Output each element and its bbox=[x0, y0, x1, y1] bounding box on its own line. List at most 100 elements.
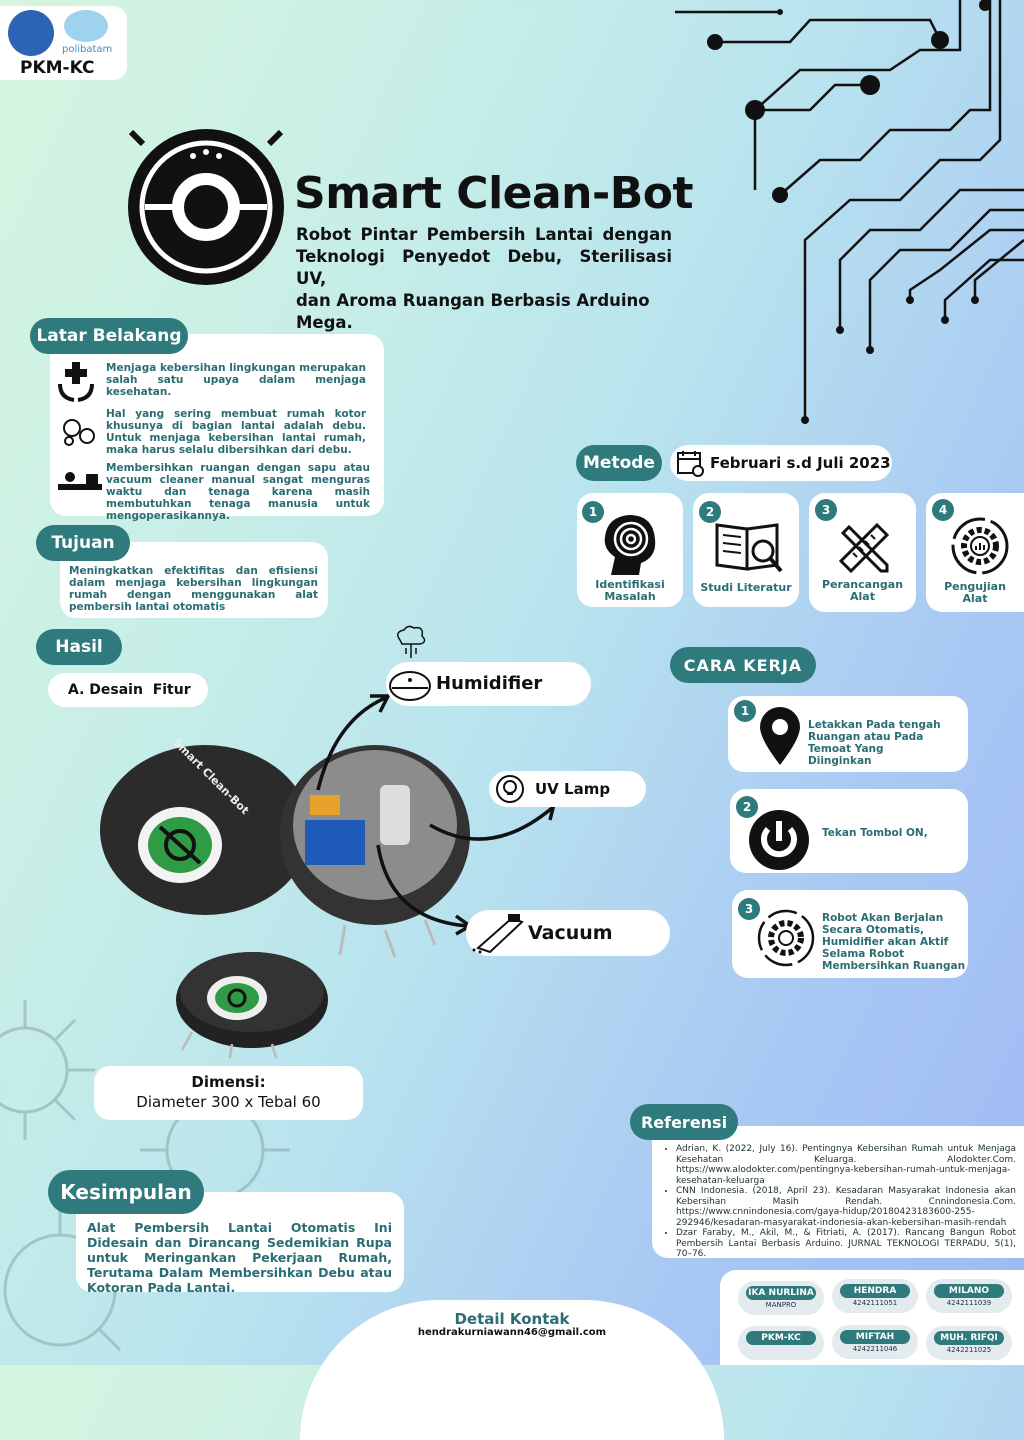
humidifier-label: Humidifier bbox=[436, 673, 543, 694]
kesimpulan-text: Alat Pembersih Lantai Otomatis Ini Dides… bbox=[87, 1220, 392, 1295]
pkm-kc-badge: PKM-KC bbox=[20, 58, 95, 78]
power-button-icon bbox=[749, 810, 809, 870]
pencil-ruler-icon bbox=[838, 522, 890, 574]
subtitle-line-1: Robot Pintar Pembersih Lantai dengan bbox=[296, 225, 672, 244]
hasil-heading: Hasil bbox=[36, 629, 122, 665]
team-member-name: HENDRA bbox=[840, 1284, 910, 1298]
metode-date: Februari s.d Juli 2023 bbox=[710, 454, 891, 472]
latar-item-1: Menjaga kebersihan lingkungan merupakan … bbox=[106, 362, 366, 398]
latar-heading: Latar Belakang bbox=[30, 318, 188, 354]
kontak-email[interactable]: hendrakurniawann46@gmail.com bbox=[417, 1327, 607, 1338]
head-maze-icon bbox=[604, 515, 656, 575]
cara-step-text: Tekan Tombol ON, bbox=[822, 827, 928, 839]
referensi-card: Adrian, K. (2022, July 16). Pentingnya K… bbox=[652, 1126, 1024, 1260]
kesimpulan-heading: Kesimpulan bbox=[48, 1170, 204, 1214]
team-member-id: 4242111039 bbox=[946, 1299, 992, 1307]
dimensi-card: Dimensi: Diameter 300 x Tebal 60 bbox=[94, 1066, 363, 1120]
cara-step-text: Letakkan Pada tengah Ruangan atau Pada T… bbox=[808, 719, 941, 767]
cara-step-number: 2 bbox=[736, 796, 758, 818]
subtitle-line-2: Teknologi Penyedot Debu, Sterilisasi UV, bbox=[296, 247, 672, 288]
uv-bulb-icon bbox=[496, 775, 524, 803]
referensi-item: Dzar Faraby, M., Akil, M., & Fitriati, A… bbox=[676, 1228, 1016, 1260]
metode-date-box: Februari s.d Juli 2023 bbox=[670, 445, 892, 481]
metode-step-number: 3 bbox=[815, 499, 837, 521]
metode-step-1: 1 Identifikasi Masalah bbox=[577, 493, 683, 607]
team-member: PKM-KC bbox=[738, 1326, 824, 1360]
polibatam-logo-icon bbox=[64, 10, 108, 42]
mist-cloud-icon bbox=[397, 625, 426, 658]
latar-item-2: Hal yang sering membuat rumah kotor khus… bbox=[106, 408, 366, 456]
location-pin-icon bbox=[760, 707, 800, 765]
humidifier-box: Humidifier bbox=[386, 662, 591, 706]
team-member: MIFTAH 4242211046 bbox=[832, 1325, 918, 1359]
referensi-heading: Referensi bbox=[630, 1104, 738, 1140]
tut-wuri-logo bbox=[8, 10, 54, 56]
team-member-id: 4242111051 bbox=[852, 1299, 898, 1307]
robot-hero-icon bbox=[128, 129, 284, 285]
metode-step-label-1: Perancangan bbox=[821, 578, 904, 591]
metode-step-label-1: Identifikasi bbox=[595, 578, 665, 591]
cara-step-2: 2 Tekan Tombol ON, bbox=[730, 789, 968, 873]
health-hands-icon bbox=[58, 362, 94, 402]
tujuan-text: Meningkatkan efektifitas dan efisiensi d… bbox=[69, 565, 318, 613]
referensi-list: Adrian, K. (2022, July 16). Pentingnya K… bbox=[652, 1144, 1016, 1260]
cleaning-person-icon bbox=[58, 472, 102, 490]
book-search-icon bbox=[715, 523, 783, 573]
desain-fitur-box: A. Desain Fitur bbox=[48, 673, 208, 707]
metode-heading: Metode bbox=[576, 445, 662, 481]
team-member: MILANO 4242111039 bbox=[926, 1279, 1012, 1313]
team-member-name: MUH. RIFQI bbox=[934, 1331, 1004, 1345]
metode-step-number: 4 bbox=[932, 499, 954, 521]
team-member-name: MILANO bbox=[934, 1284, 1004, 1298]
latar-card: Menjaga kebersihan lingkungan merupakan … bbox=[50, 334, 384, 522]
subtitle: Robot Pintar Pembersih Lantai dengan Tek… bbox=[296, 224, 672, 334]
team-member: MUH. RIFQI 4242211025 bbox=[926, 1326, 1012, 1360]
page-title: Smart Clean-Bot bbox=[294, 168, 694, 219]
uv-lamp-box: UV Lamp bbox=[489, 771, 646, 807]
cara-step-3: 3 Robot Akan Berjalan Secara Otomatis, H… bbox=[732, 890, 968, 978]
cara-kerja-heading: CARA KERJA bbox=[670, 647, 816, 683]
cara-step-1: 1 Letakkan Pada tengah Ruangan atau Pada… bbox=[728, 696, 968, 772]
desain-fitur-label: A. Desain Fitur bbox=[68, 682, 191, 698]
latar-item-3: Membersihkan ruangan dengan sapu atau va… bbox=[106, 462, 370, 522]
team-member: IKA NURLINA MANPRO bbox=[738, 1281, 824, 1315]
metode-step-2: 2 Studi Literatur bbox=[693, 493, 799, 607]
robot-exploded-illustration bbox=[100, 745, 470, 958]
metode-step-number: 1 bbox=[582, 501, 604, 523]
metode-step-label-2: Masalah bbox=[604, 590, 656, 603]
feature-arrows bbox=[316, 694, 557, 936]
cara-step-number: 3 bbox=[738, 898, 760, 920]
robot-small-illustration bbox=[176, 952, 328, 1059]
metode-step-label-2: Alat bbox=[850, 590, 875, 603]
dimensi-label: Dimensi: bbox=[191, 1073, 266, 1091]
handheld-vacuum-icon bbox=[472, 914, 524, 954]
team-member-name: MIFTAH bbox=[840, 1330, 910, 1344]
kontak-section: Detail Kontak hendrakurniawann46@gmail.c… bbox=[300, 1300, 724, 1440]
metode-step-4: 4 Pengujian Alat bbox=[926, 493, 1024, 612]
vacuum-box: Vacuum bbox=[466, 910, 670, 956]
subtitle-line-3: dan Aroma Ruangan Berbasis Arduino Mega. bbox=[296, 291, 650, 332]
metode-step-3: 3 Perancangan Alat bbox=[809, 493, 916, 612]
kontak-heading: Detail Kontak bbox=[454, 1310, 570, 1328]
cara-step-text: Robot Akan Berjalan Secara Otomatis, Hum… bbox=[822, 912, 966, 972]
referensi-item: CNN Indonesia. (2018, April 23). Kesadar… bbox=[676, 1186, 1016, 1228]
uv-lamp-label: UV Lamp bbox=[535, 780, 611, 798]
auto-gear-icon bbox=[757, 909, 815, 967]
team-member-id: MANPRO bbox=[765, 1301, 797, 1309]
tujuan-heading: Tujuan bbox=[36, 525, 130, 561]
team-member-id: 4242211046 bbox=[852, 1345, 898, 1353]
cara-step-number: 1 bbox=[734, 700, 756, 722]
team-member-name: IKA NURLINA bbox=[746, 1286, 816, 1300]
testing-gear-icon bbox=[951, 517, 1009, 575]
team-panel: IKA NURLINA MANPRO HENDRA 4242111051 MIL… bbox=[720, 1270, 1024, 1365]
polibatam-label: polibatam bbox=[62, 44, 113, 55]
logo-card: polibatam PKM-KC bbox=[0, 6, 127, 80]
team-member-id: 4242211025 bbox=[946, 1346, 992, 1354]
metode-step-label-1: Studi Literatur bbox=[700, 581, 792, 594]
metode-step-label-2: Alat bbox=[962, 592, 988, 605]
vacuum-label: Vacuum bbox=[528, 922, 613, 944]
dimensi-value: Diameter 300 x Tebal 60 bbox=[136, 1093, 321, 1111]
referensi-item: Adrian, K. (2022, July 16). Pentingnya K… bbox=[676, 1144, 1016, 1186]
team-member: HENDRA 4242111051 bbox=[832, 1279, 918, 1313]
calendar-icon bbox=[677, 451, 704, 477]
